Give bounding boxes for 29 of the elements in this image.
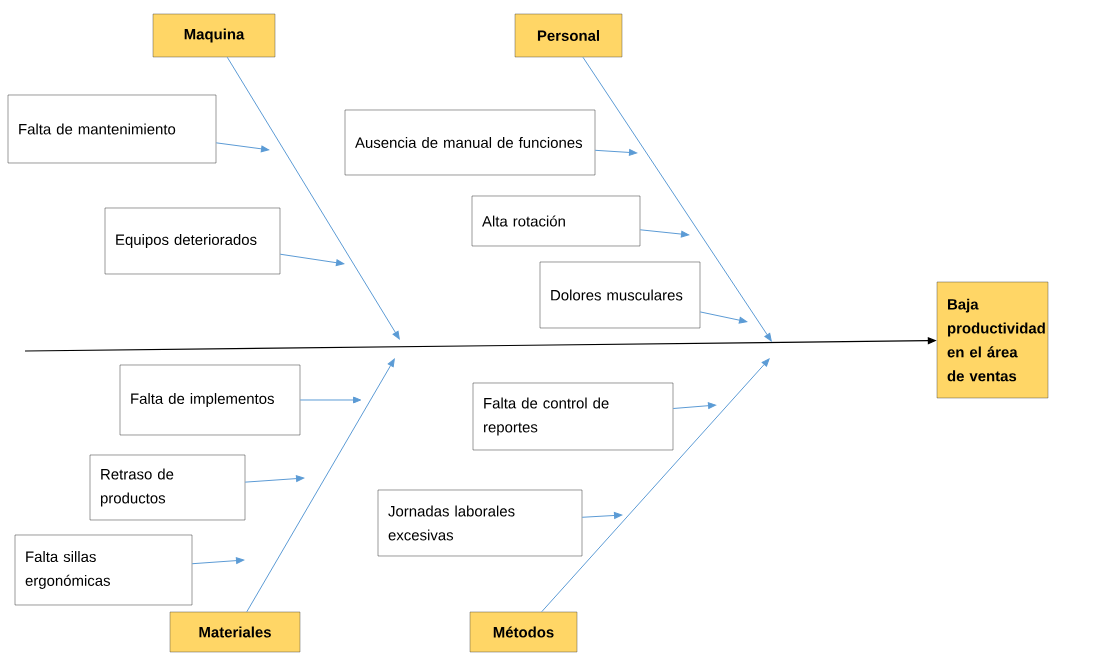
category-box: Métodos xyxy=(469,611,578,653)
arrow xyxy=(226,56,400,340)
arrow xyxy=(594,149,638,156)
arrow xyxy=(699,311,748,324)
cause-box: Falta de implementos xyxy=(119,364,301,436)
cause-box: Dolores musculares xyxy=(539,261,701,329)
arrow xyxy=(244,475,305,483)
category-box: Maquina xyxy=(152,13,276,58)
arrow xyxy=(279,253,345,267)
category-box: Personal xyxy=(514,13,623,58)
arrow xyxy=(639,229,690,238)
cause-box: Ausencia de manual de funciones xyxy=(344,109,596,176)
cause-box: Falta de mantenimiento xyxy=(7,94,217,164)
arrow xyxy=(581,512,623,519)
arrow xyxy=(246,358,395,613)
effect-box: Baja productividad en el área de ventas xyxy=(936,281,1049,399)
arrow xyxy=(582,56,772,342)
arrow xyxy=(299,396,362,404)
cause-box: Equipos deteriorados xyxy=(104,207,281,275)
cause-box: Falta de control de reportes xyxy=(472,382,674,451)
cause-box: Alta rotación xyxy=(471,195,641,247)
category-box: Materiales xyxy=(169,611,301,653)
cause-box: Falta sillas ergonómicas xyxy=(14,534,193,606)
arrow xyxy=(215,142,270,153)
arrow xyxy=(672,402,717,410)
cause-box: Retraso de productos xyxy=(89,454,246,521)
arrow xyxy=(541,358,770,613)
cause-box: Jornadas laborales excesivas xyxy=(377,489,583,557)
arrow xyxy=(191,557,245,565)
